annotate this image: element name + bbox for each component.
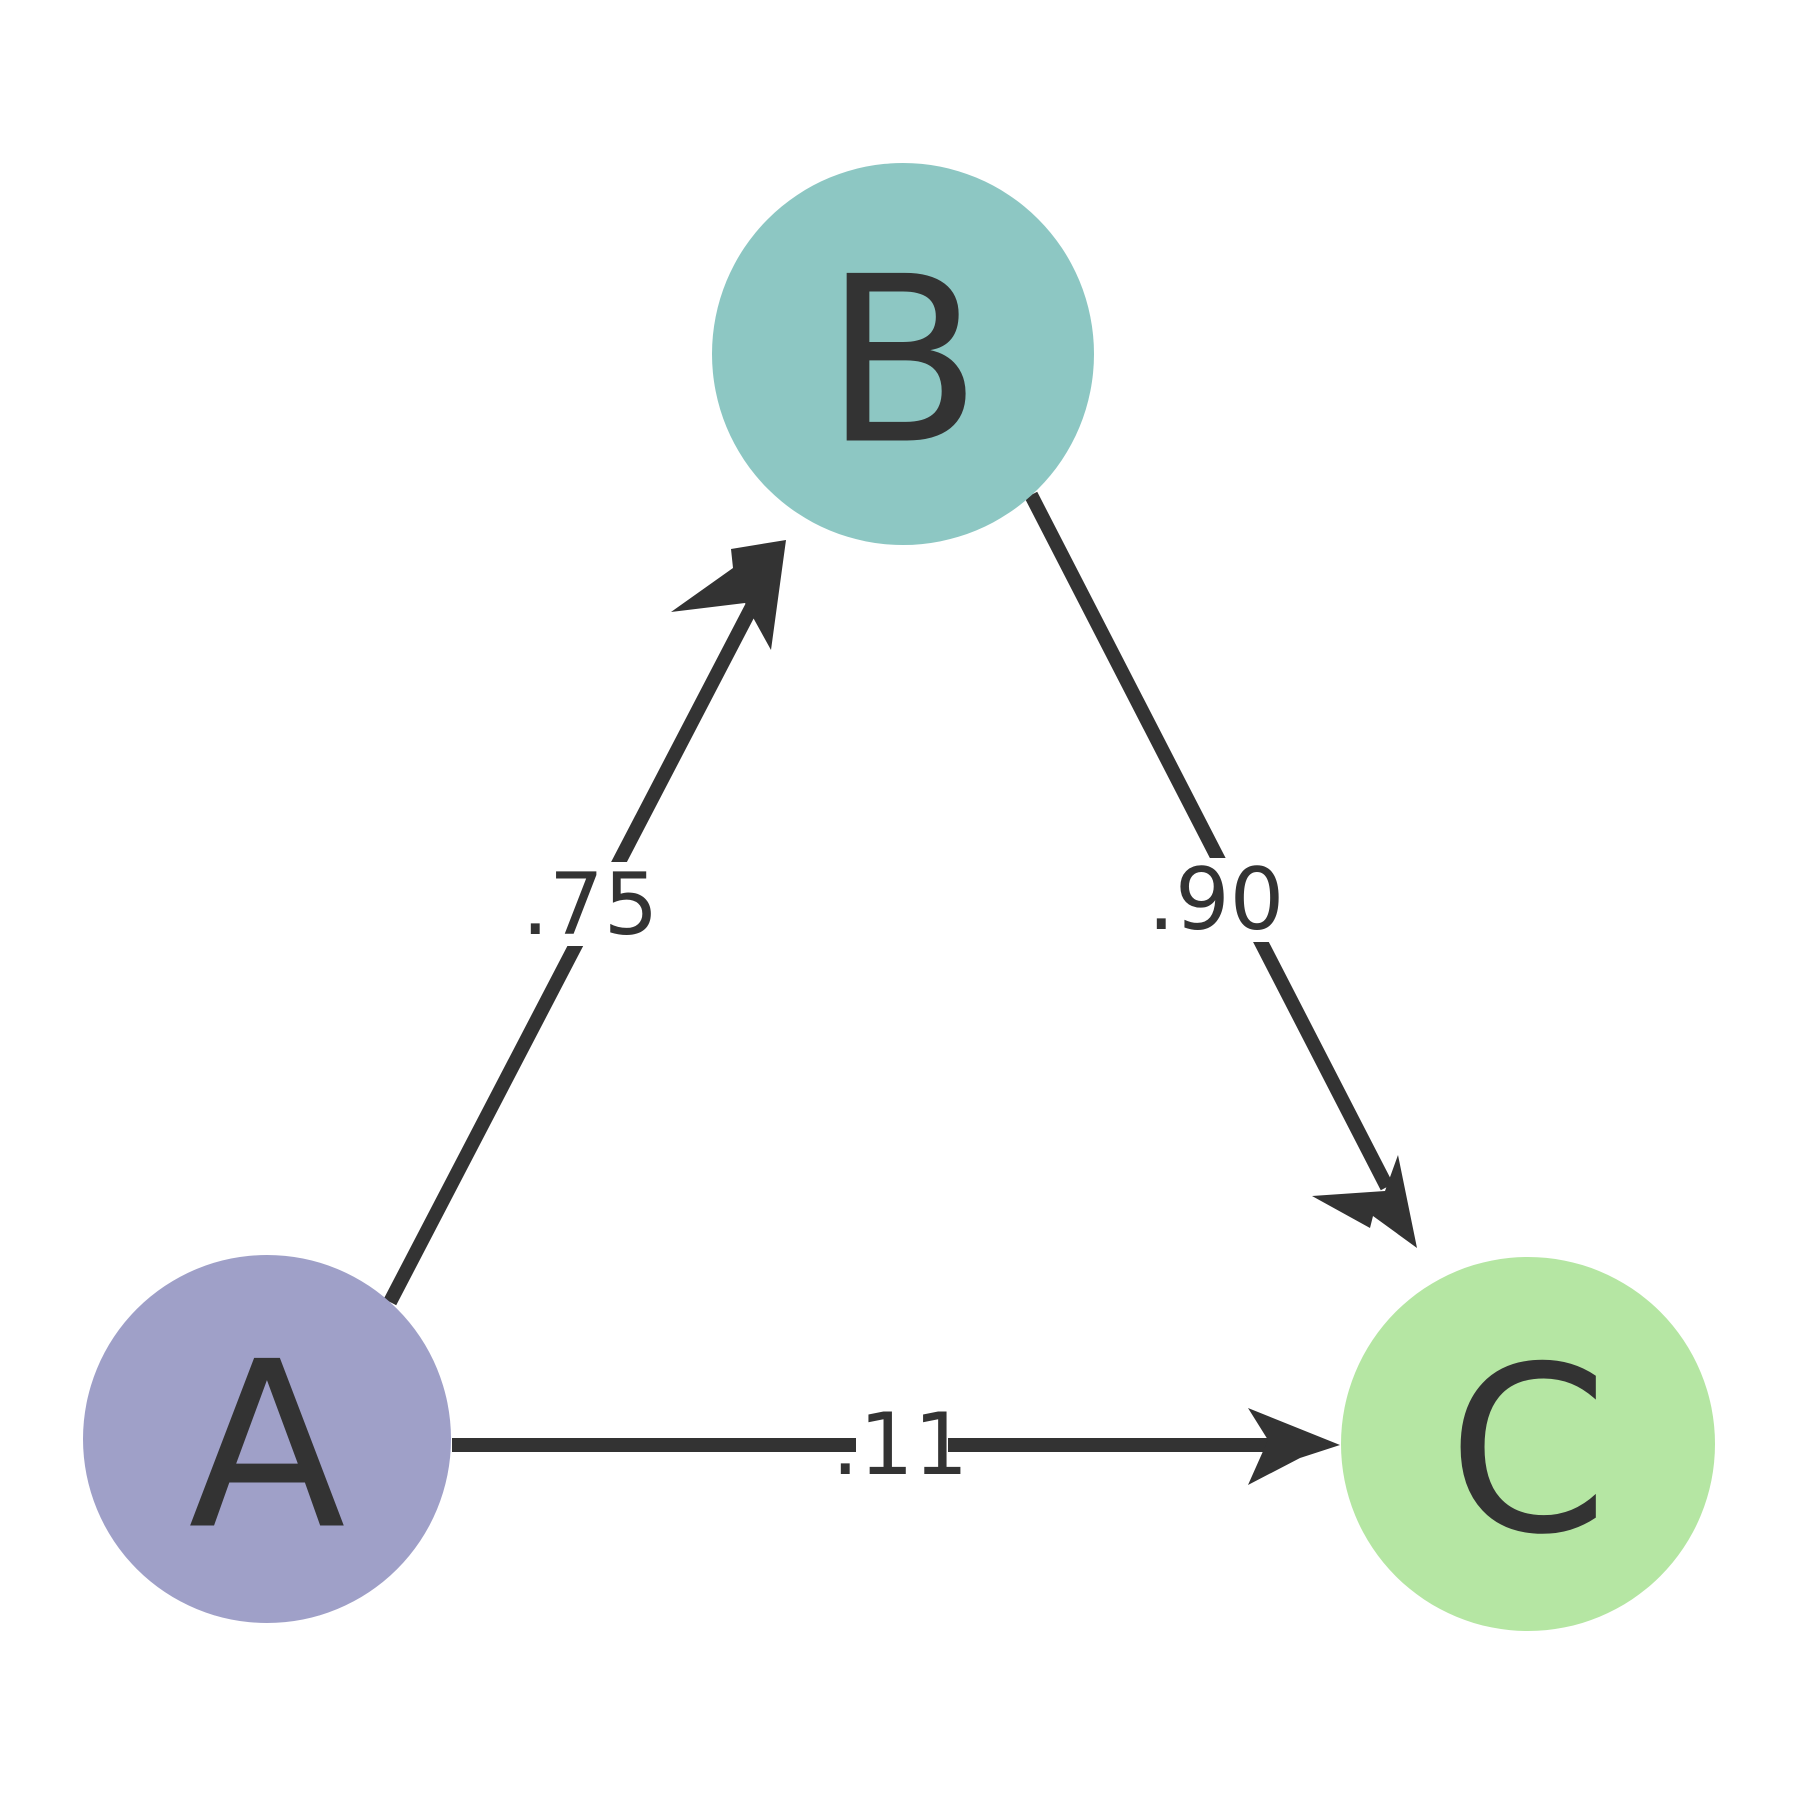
edge-b-to-c-shaft <box>1024 491 1394 1191</box>
node-a[interactable]: A <box>83 1255 451 1623</box>
edge-a-to-b-weight: .75 <box>522 855 659 955</box>
node-c-label: C <box>1448 1319 1609 1586</box>
edge-a-to-b-label-plate <box>536 862 640 946</box>
edge-b-to-c-weight: .90 <box>1148 850 1285 950</box>
node-a-label: A <box>188 1314 345 1581</box>
edge-a-to-c[interactable]: .11 <box>452 1395 1340 1495</box>
edge-b-to-c-arrowhead <box>1312 1155 1417 1248</box>
node-c-circle[interactable] <box>1341 1257 1715 1631</box>
edge-a-to-c-weight: .11 <box>832 1395 969 1495</box>
node-a-circle[interactable] <box>83 1255 451 1623</box>
edge-a-to-b-arrowhead <box>671 540 786 650</box>
node-b-label: B <box>824 229 982 496</box>
edge-b-to-c[interactable]: .90 <box>1024 491 1417 1248</box>
edge-a-to-c-arrowhead <box>1248 1408 1340 1485</box>
node-c[interactable]: C <box>1341 1257 1715 1631</box>
node-b[interactable]: B <box>712 163 1094 545</box>
edge-a-to-b[interactable]: .75 <box>383 540 786 1306</box>
edge-b-to-c-label-plate <box>1164 858 1270 942</box>
node-b-circle[interactable] <box>712 163 1094 545</box>
